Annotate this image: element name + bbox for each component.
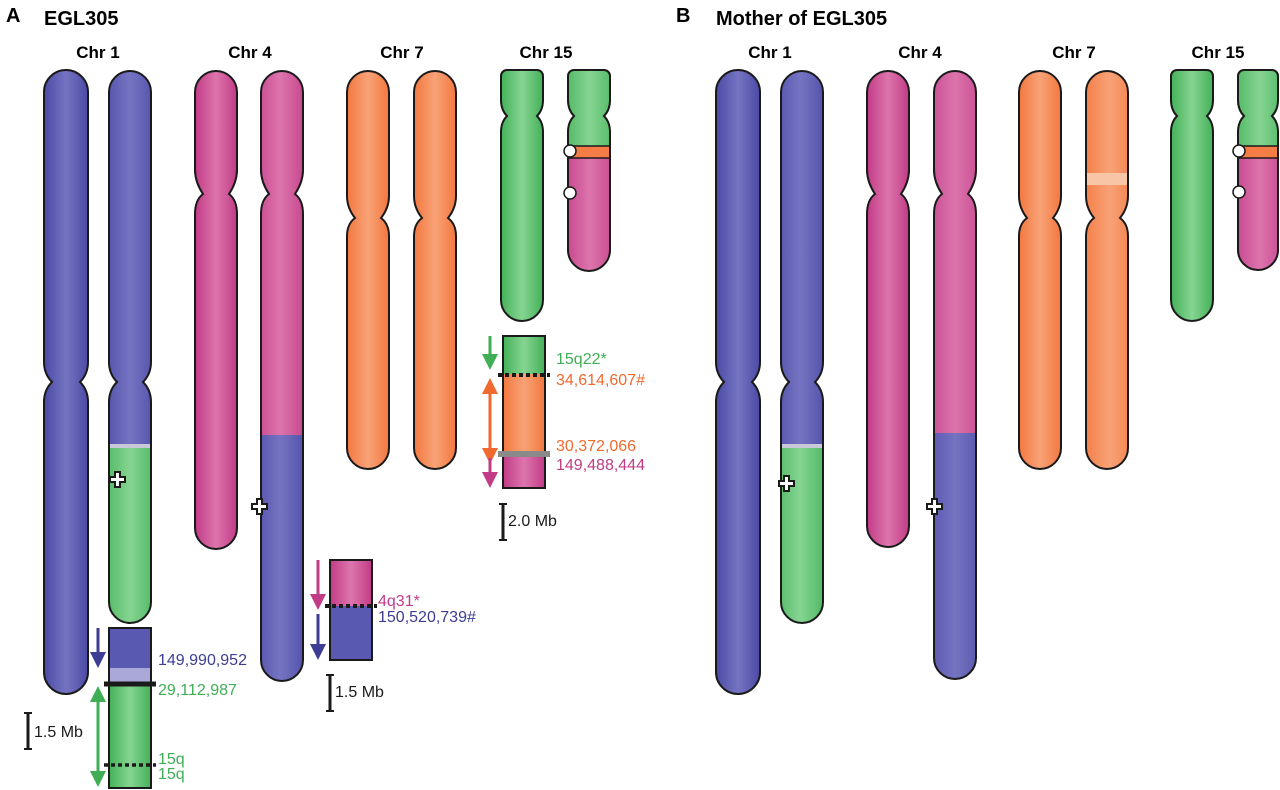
- label-15q-top: 15q: [158, 751, 185, 768]
- chr15-normal-b: [1170, 69, 1214, 322]
- panel-b-letter: B: [676, 5, 690, 27]
- derivative-plus-icon: [926, 498, 943, 515]
- breakpoint-circle-icon: [1232, 185, 1246, 199]
- coord-chr4-149488444: 149,488,444: [556, 457, 645, 474]
- zoom-chr15-chr7-chr4: 15q22* 34,614,607# 30,372,066 149,488,44…: [482, 335, 645, 489]
- panel-a-letter: A: [6, 5, 20, 27]
- chr4-derivative-a: [251, 70, 304, 682]
- header-chr1-a: Chr 1: [76, 43, 119, 62]
- coord-chr1-149990952: 149,990,952: [158, 652, 247, 669]
- header-chr15-b: Chr 15: [1192, 43, 1245, 62]
- scale-bar-chr15: 2.0 Mb: [499, 503, 557, 541]
- scale-bar-chr1: 1.5 Mb: [24, 712, 83, 750]
- header-chr1-b: Chr 1: [748, 43, 791, 62]
- chr4-derivative-b: [926, 70, 977, 680]
- scale-label: 2.0 Mb: [508, 513, 557, 530]
- panel-a-title: EGL305: [44, 8, 118, 30]
- coord-chr7-34614607: 34,614,607#: [556, 372, 645, 389]
- zoom-chr4-chr1: 4q31* 150,520,739#: [310, 559, 476, 661]
- chr7-copy2-b: [1085, 70, 1129, 470]
- scale-label: 1.5 Mb: [335, 684, 384, 701]
- chr15-derivative-a: [563, 69, 611, 272]
- derivative-plus-icon: [778, 475, 795, 492]
- derivative-plus-icon: [109, 471, 126, 488]
- panel-b-title: Mother of EGL305: [716, 8, 887, 30]
- breakpoint-circle-icon: [1232, 144, 1246, 158]
- chr1-derivative-b: [778, 70, 824, 624]
- label-15q22: 15q22*: [556, 351, 607, 368]
- breakpoint-circle-icon: [563, 144, 577, 158]
- header-chr15-a: Chr 15: [520, 43, 573, 62]
- header-chr4-a: Chr 4: [228, 43, 272, 62]
- label-4q31: 4q31*: [378, 593, 420, 610]
- coord-chr7-30372066: 30,372,066: [556, 438, 636, 455]
- chr4-normal-a: [194, 70, 238, 550]
- chr7-copy1-b: [1018, 70, 1062, 470]
- coord-chr15-29112987: 29,112,987: [158, 682, 237, 699]
- header-chr7-b: Chr 7: [1052, 43, 1095, 62]
- label-15q-bottom: 15q: [158, 766, 185, 783]
- chr7-copy1-a: [346, 70, 390, 470]
- scale-bar-chr4: 1.5 Mb: [326, 674, 384, 712]
- header-chr4-b: Chr 4: [898, 43, 942, 62]
- chr7-copy2-a: [413, 70, 457, 470]
- scale-label: 1.5 Mb: [34, 724, 83, 741]
- coord-chr1-150520739: 150,520,739#: [378, 609, 476, 626]
- breakpoint-circle-icon: [563, 186, 577, 200]
- zoom-chr1-chr15: 149,990,952 29,112,987 15q 15q: [90, 627, 247, 789]
- chr1-normal-b: [715, 69, 761, 695]
- chr15-normal-a: [500, 69, 544, 322]
- derivative-plus-icon: [251, 498, 268, 515]
- chr15-derivative-b: [1232, 69, 1279, 271]
- chr4-normal-b: [866, 70, 910, 548]
- chr1-normal-a: [43, 69, 89, 695]
- header-chr7-a: Chr 7: [380, 43, 423, 62]
- chr1-derivative-a: [108, 70, 152, 624]
